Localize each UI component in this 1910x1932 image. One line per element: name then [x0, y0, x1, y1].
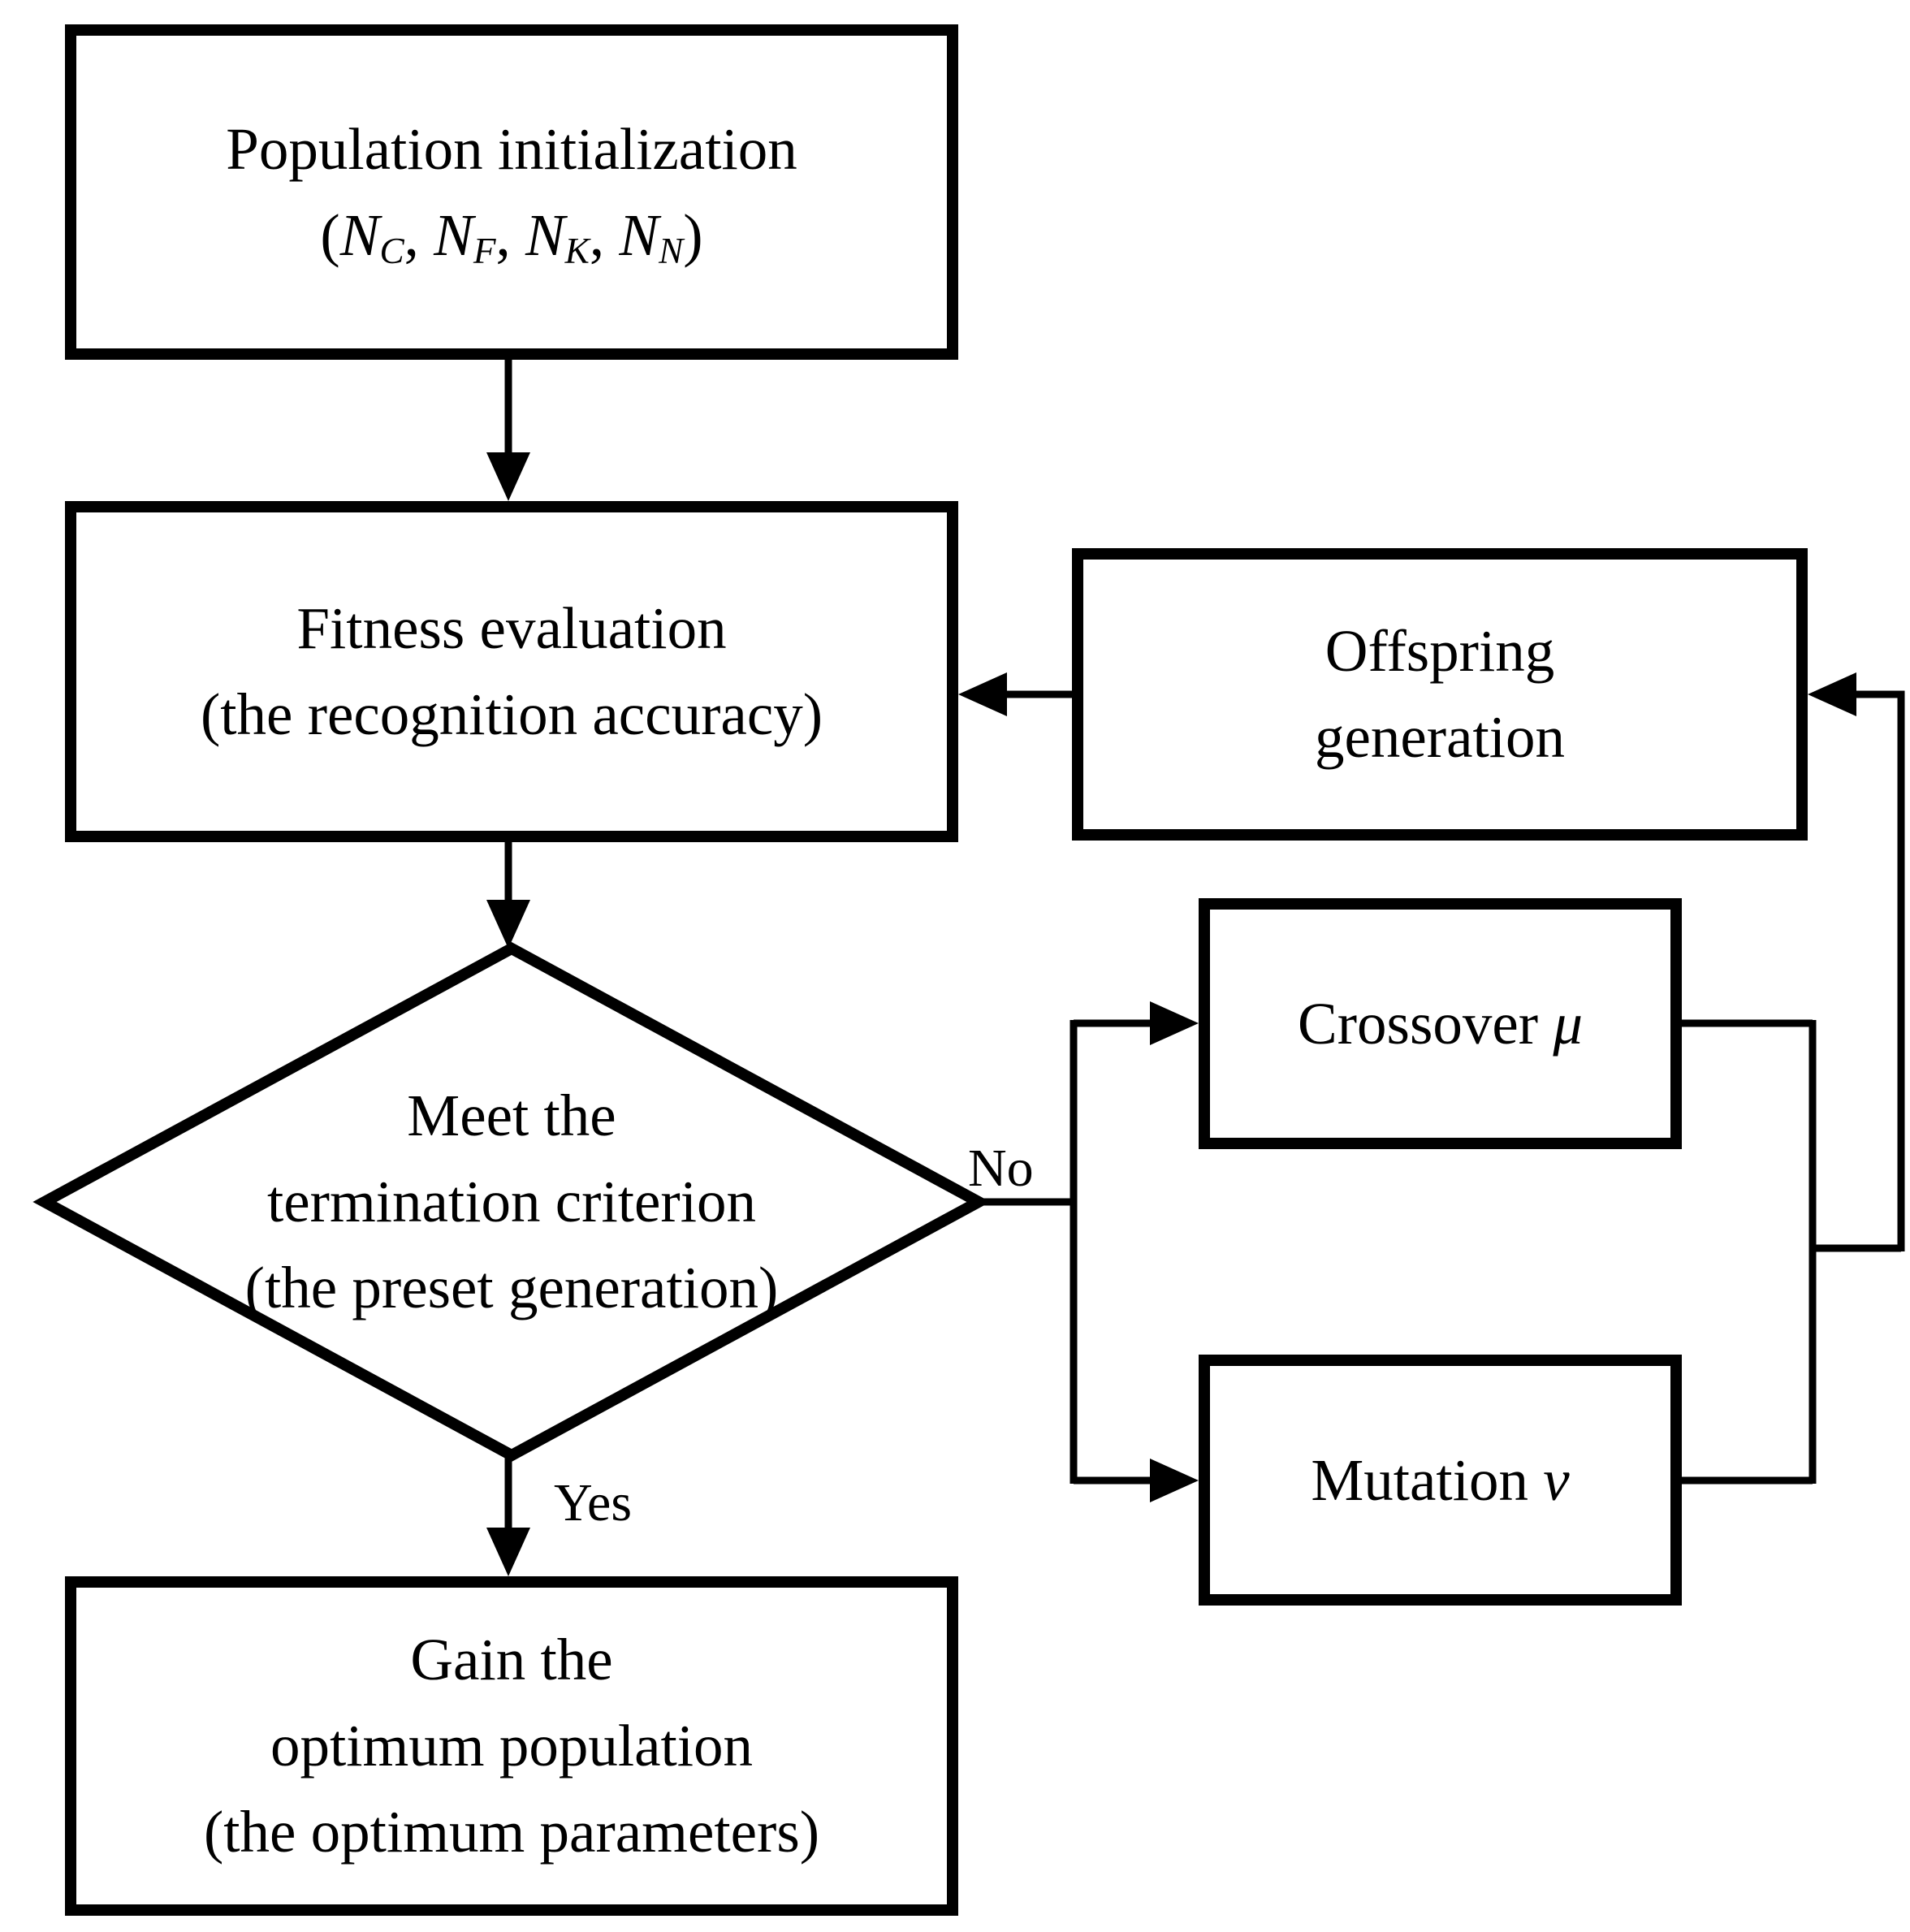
arrowhead-into-gain-icon: [486, 1528, 530, 1576]
mutation-label: Mutation v: [1311, 1446, 1570, 1513]
mutation-v-symbol: v: [1543, 1446, 1570, 1513]
arrowhead-into-mutation-icon: [1150, 1459, 1199, 1502]
arrowhead-into-offspring-icon: [1808, 672, 1856, 716]
crossover-mu-symbol: μ: [1553, 990, 1583, 1057]
fitness-evaluation-subtitle: (the recognition accuracy): [200, 681, 823, 747]
decision-line2: termination criterion: [266, 1169, 757, 1234]
population-parameters-formula: (NC, NF, NK, NN): [320, 201, 703, 271]
offspring-generation-box: Offspring generation: [1072, 548, 1808, 841]
decision-line3: (the preset generation): [244, 1255, 779, 1320]
arrowhead-into-fitness-icon: [486, 452, 530, 501]
population-initialization-box: Population initialization (NC, NF, NK, N…: [65, 24, 958, 360]
gain-line3: (the optimum parameters): [203, 1799, 820, 1865]
fitness-evaluation-title: Fitness evaluation: [296, 595, 727, 661]
crossover-box: Crossover μ: [1199, 898, 1682, 1149]
fitness-evaluation-box: Fitness evaluation (the recognition accu…: [65, 501, 958, 842]
arrowhead-into-decision-icon: [486, 900, 530, 949]
arrowhead-into-fitness-right-icon: [958, 672, 1007, 716]
population-initialization-title: Population initialization: [226, 115, 797, 182]
offspring-generation-line2: generation: [1314, 704, 1566, 770]
edge-label-no: No: [968, 1139, 1034, 1198]
decision-line1: Meet the: [407, 1083, 616, 1148]
crossover-label: Crossover μ: [1298, 990, 1583, 1057]
arrowhead-into-crossover-icon: [1150, 1001, 1199, 1045]
decision-termination-criterion: Meet the termination criterion (the pres…: [45, 949, 979, 1455]
gain-line1: Gain the: [410, 1627, 613, 1692]
gain-line2: optimum population: [270, 1713, 754, 1779]
gain-optimum-population-box: Gain the optimum population (the optimum…: [65, 1576, 958, 1916]
connector-feedback-to-offspring: [1856, 690, 1905, 1251]
mutation-box: Mutation v: [1199, 1355, 1682, 1606]
edge-label-yes: Yes: [554, 1473, 633, 1532]
offspring-generation-line1: Offspring: [1324, 618, 1555, 684]
